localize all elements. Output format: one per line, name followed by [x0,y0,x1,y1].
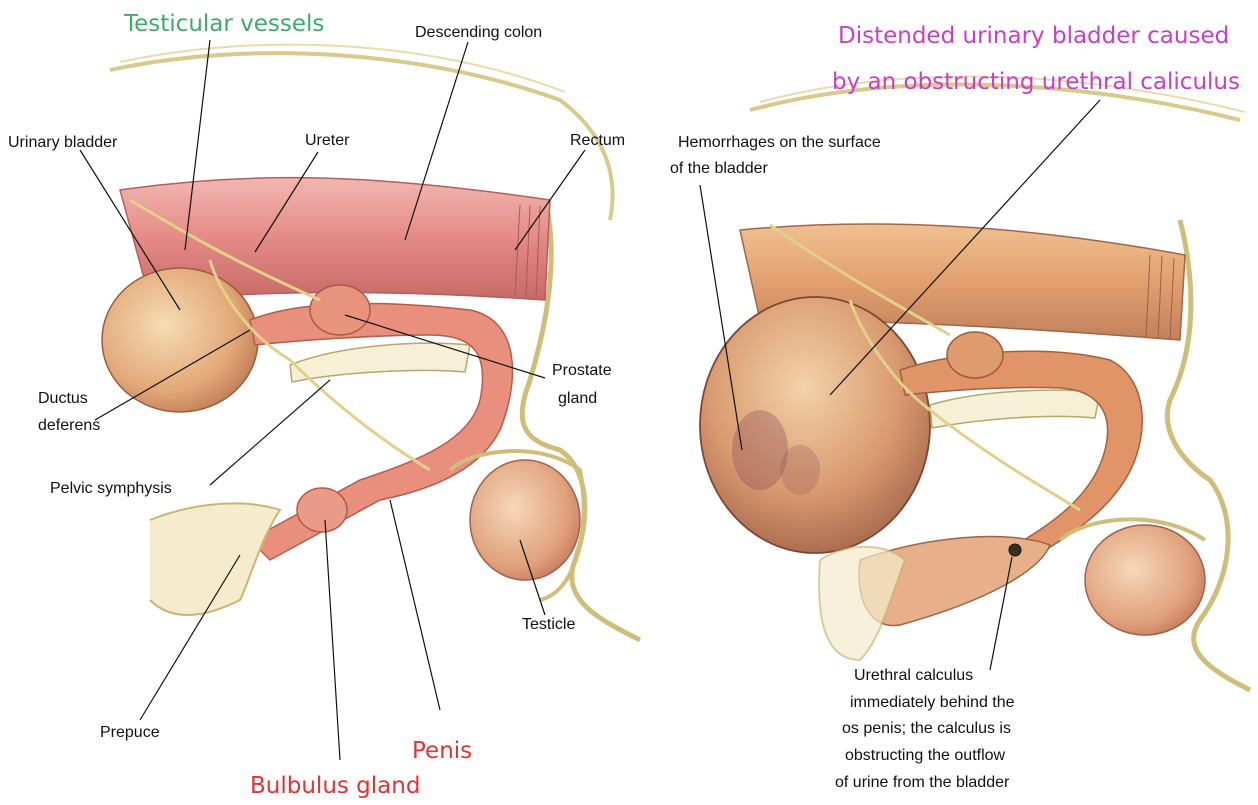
label-urethral-calculus-5: of urine from the bladder [835,772,1009,793]
right-testicle [1085,525,1205,635]
label-rectum: Rectum [570,130,625,151]
label-prostate-gland-2: gland [558,388,597,409]
label-urethral-calculus-4: obstructing the outflow [845,745,1005,766]
label-prepuce: Prepuce [100,722,160,743]
label-bulbulus-gland: Bulbulus gland [250,772,420,800]
left-anatomy-drawing [80,40,640,760]
left-urinary-bladder [102,268,258,412]
label-urinary-bladder: Urinary bladder [8,132,117,153]
label-hemorrhages-1: Hemorrhages on the surface [678,132,881,153]
label-ureter: Ureter [305,130,349,151]
label-penis: Penis [412,737,472,765]
label-urethral-calculus-2: immediately behind the [850,692,1015,713]
label-distended-bladder-2: by an obstructing urethral caliculus [832,68,1240,96]
left-prepuce [150,503,280,615]
right-pelvic-symphysis [930,390,1100,428]
label-descending-colon: Descending colon [415,22,542,43]
label-urethral-calculus-3: os penis; the calculus is [842,718,1011,739]
label-distended-bladder-1: Distended urinary bladder caused [838,22,1229,50]
right-distended-bladder [700,297,930,553]
label-testicular-vessels: Testicular vessels [124,10,324,38]
label-hemorrhages-2: of the bladder [670,158,768,179]
label-pelvic-symphysis: Pelvic symphysis [50,478,172,499]
right-anatomy-drawing [700,77,1250,690]
label-ductus-deferens-1: Ductus [38,388,88,409]
left-pelvic-symphysis [290,343,470,382]
label-ductus-deferens-2: deferens [38,415,100,436]
label-urethral-calculus-1: Urethral calculus [854,665,973,686]
left-testicle [470,460,580,580]
label-prostate-gland-1: Prostate [552,360,612,381]
right-urethral-calculus [1009,544,1021,556]
label-testicle: Testicle [522,614,575,635]
